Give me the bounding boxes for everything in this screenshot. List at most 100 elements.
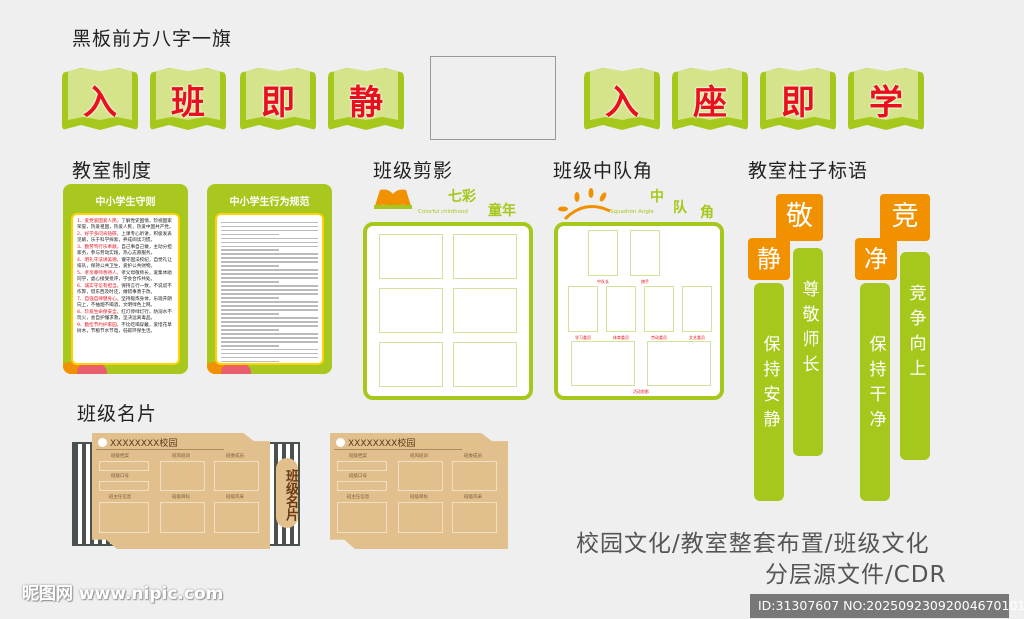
rule-body: 保持言行一致，不说谎不作弊，借东西及时还，做错事勇于改。 [77, 284, 172, 295]
norm-text-line [221, 357, 318, 359]
rule-head: 2、好学多问肯钻研。 [77, 232, 122, 237]
norm-text-line [221, 345, 280, 347]
school-name: XXXXXXXX校园 [110, 439, 178, 449]
squadron-label: 中队长 [597, 279, 609, 284]
pillar-left-short: 尊敬师长 [793, 248, 823, 456]
pillar-right-char-a: 竞 [880, 194, 930, 241]
norm-text-line [221, 281, 280, 283]
squadron-subtitle: Squadron Angle [610, 209, 654, 215]
info-field [160, 502, 205, 533]
norm-text-line [221, 245, 318, 247]
photo-title-b: 童年 [488, 203, 516, 219]
namecard-label: 班级目标 [410, 495, 428, 500]
pillar-left-char-b: 静 [748, 238, 790, 280]
namecard-label: 班风班训 [410, 454, 428, 459]
norm-text-line [221, 233, 280, 235]
page-title: 黑板前方八字一旗 [72, 28, 233, 50]
section-squadron-heading: 班级中队角 [553, 160, 654, 182]
info-field [398, 502, 443, 533]
book-page [68, 68, 132, 120]
slogan-char: 学 [869, 83, 903, 123]
watermark-id: ID:31307607 NO:20250923092004670101 [750, 594, 1024, 618]
norm-text-line [221, 241, 318, 243]
pillar-right-long: 保持干净 [860, 283, 890, 501]
rule-head: 1、爱党爱国爱人民。 [77, 219, 122, 224]
rule-body: 孝父母敬师长，爱集体助同学，虚心接受批评，学会合作共处。 [77, 271, 172, 282]
info-field [214, 502, 259, 533]
norm-text-line [221, 301, 318, 303]
norm-text-line [221, 325, 318, 327]
rule-item: 7、自强自律健身心。坚持锻炼身体，乐观开朗向上，不抽烟不喝酒，文明绿色上网。 [77, 297, 174, 309]
namecard-label: 班委成员 [226, 454, 244, 459]
namecard-label: 班级档案 [349, 454, 367, 459]
school-logo-icon [98, 438, 107, 447]
book-page [246, 68, 310, 120]
slogan-flag-book: 静 [328, 62, 404, 132]
norm-text-line [221, 361, 280, 363]
norm-text-line [221, 277, 318, 279]
section-rules-heading: 教室制度 [72, 160, 153, 182]
rule-head: 4、明礼守法讲美德。 [77, 258, 122, 263]
photo-frame [453, 288, 517, 333]
portrait-frame [644, 286, 674, 332]
rule-item: 4、明礼守法讲美德。遵守国法校纪，自觉礼让排队，保持公共卫生，爱护公共财物。 [77, 258, 174, 270]
norm-text-line [221, 329, 280, 331]
photo-frame [379, 342, 443, 387]
info-field [337, 502, 387, 533]
norm-text-line [221, 285, 318, 287]
norms-board: 中小学生行为规范 [207, 184, 332, 374]
rule-body: 上课专心听讲，积极发表见解，乐于科学探索，养成阅读习惯。 [77, 232, 172, 243]
rule-body: 不比吃喝穿戴，爱惜花草树木，节粮节水节电，低碳环保生活。 [77, 323, 172, 334]
photo-frame [379, 288, 443, 333]
info-field [214, 461, 259, 491]
squadron-label: 体育委员 [613, 335, 629, 340]
footer-line-1: 校园文化/教室整套布置/班级文化 [576, 531, 930, 557]
info-field [99, 481, 149, 491]
section-pillars-heading: 教室柱子标语 [748, 160, 869, 182]
squadron-label: 活动剪影 [633, 389, 649, 394]
namecard-label: 班级风采 [226, 495, 244, 500]
activity-frame [571, 341, 635, 386]
norm-text-line [221, 249, 280, 251]
namecard-label: 班级档案 [111, 454, 129, 459]
squadron-title-1: 中 [650, 189, 664, 205]
namecard-2: XXXXXXXX校园班级档案班级口号班主任信息班风班训班级目标班委成员班级风采 [330, 433, 508, 549]
portrait-frame [682, 286, 712, 332]
rule-item: 3、勤劳笃行乐奉献。自己事自己做，主动分担家务，参与劳动实践，热心志愿服务。 [77, 245, 174, 257]
slogan-flag-book: 即 [760, 62, 836, 132]
slogan-char: 班 [171, 83, 205, 123]
info-field [452, 502, 497, 533]
slogan-flag-book: 入 [584, 62, 660, 132]
norm-text-line [221, 273, 318, 275]
photo-subtitle: Colorful childhood [418, 209, 468, 215]
rule-head: 7、自强自律健身心。 [77, 297, 122, 302]
info-field [160, 461, 205, 491]
slogan-flag-book: 班 [150, 62, 226, 132]
rules-board: 中小学生守则 1、爱党爱国爱人民。了解党史国情，珍视国家荣誉，热爱祖国，热爱人民… [63, 184, 188, 374]
norm-text-line [221, 257, 318, 259]
rule-item: 6、诚实守信有担当。保持言行一致，不说谎不作弊，借东西及时还，做错事勇于改。 [77, 284, 174, 296]
portrait-frame [568, 286, 598, 332]
rule-item: 2、好学多问肯钻研。上课专心听讲，积极发表见解，乐于科学探索，养成阅读习惯。 [77, 232, 174, 244]
norms-text-block [215, 213, 324, 365]
book-page [590, 68, 654, 120]
slogan-flag-book: 即 [240, 62, 316, 132]
namecard-divider [96, 449, 224, 450]
norm-text-line [221, 221, 318, 223]
norm-text-line [221, 341, 318, 343]
book-page [334, 68, 398, 120]
norm-text-line [221, 265, 280, 267]
norm-text-line [221, 305, 318, 307]
section-photos-heading: 班级剪影 [373, 160, 454, 182]
slogan-char: 即 [261, 83, 295, 123]
rule-head: 5、孝亲尊师善待人。 [77, 271, 122, 276]
slogan-char: 入 [83, 83, 117, 123]
photo-board [363, 222, 533, 400]
pillar-left-char-a: 敬 [776, 194, 823, 241]
norm-text-line [221, 269, 318, 271]
rule-item: 9、勤俭节约护家园。不比吃喝穿戴，爱惜花草树木，节粮节水节电，低碳环保生活。 [77, 323, 174, 335]
pillar-right-short: 竞争向上 [900, 252, 930, 460]
norm-text-line [221, 317, 318, 319]
norm-text-line [221, 253, 318, 255]
squadron-label: 文艺委员 [689, 335, 705, 340]
